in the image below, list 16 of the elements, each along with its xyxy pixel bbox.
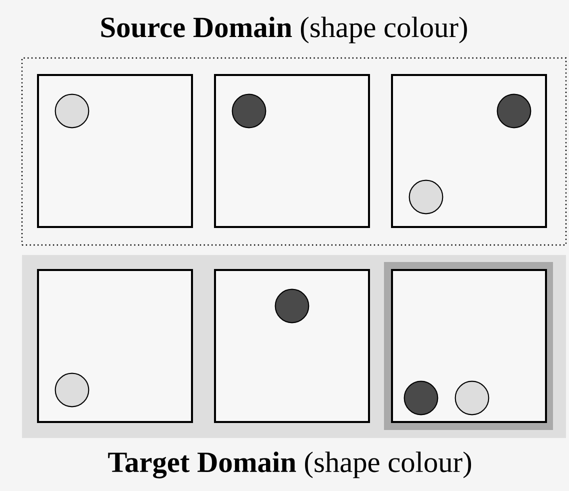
- panel-box: [214, 74, 370, 228]
- ball: [408, 180, 444, 214]
- ball: [232, 94, 266, 128]
- panel-box: [37, 269, 193, 423]
- ball: [54, 94, 90, 128]
- caption: Target Domain (shape colour): [108, 452, 472, 478]
- ball: [496, 94, 532, 128]
- title: Source Domain (shape colour): [101, 16, 467, 44]
- panel-box: [37, 74, 193, 228]
- panel-box: [384, 262, 553, 430]
- ball: [454, 380, 490, 416]
- ball: [404, 380, 438, 416]
- panel-box: [391, 74, 547, 228]
- ball: [54, 372, 90, 408]
- ball: [274, 288, 310, 324]
- panel-box: [214, 269, 370, 423]
